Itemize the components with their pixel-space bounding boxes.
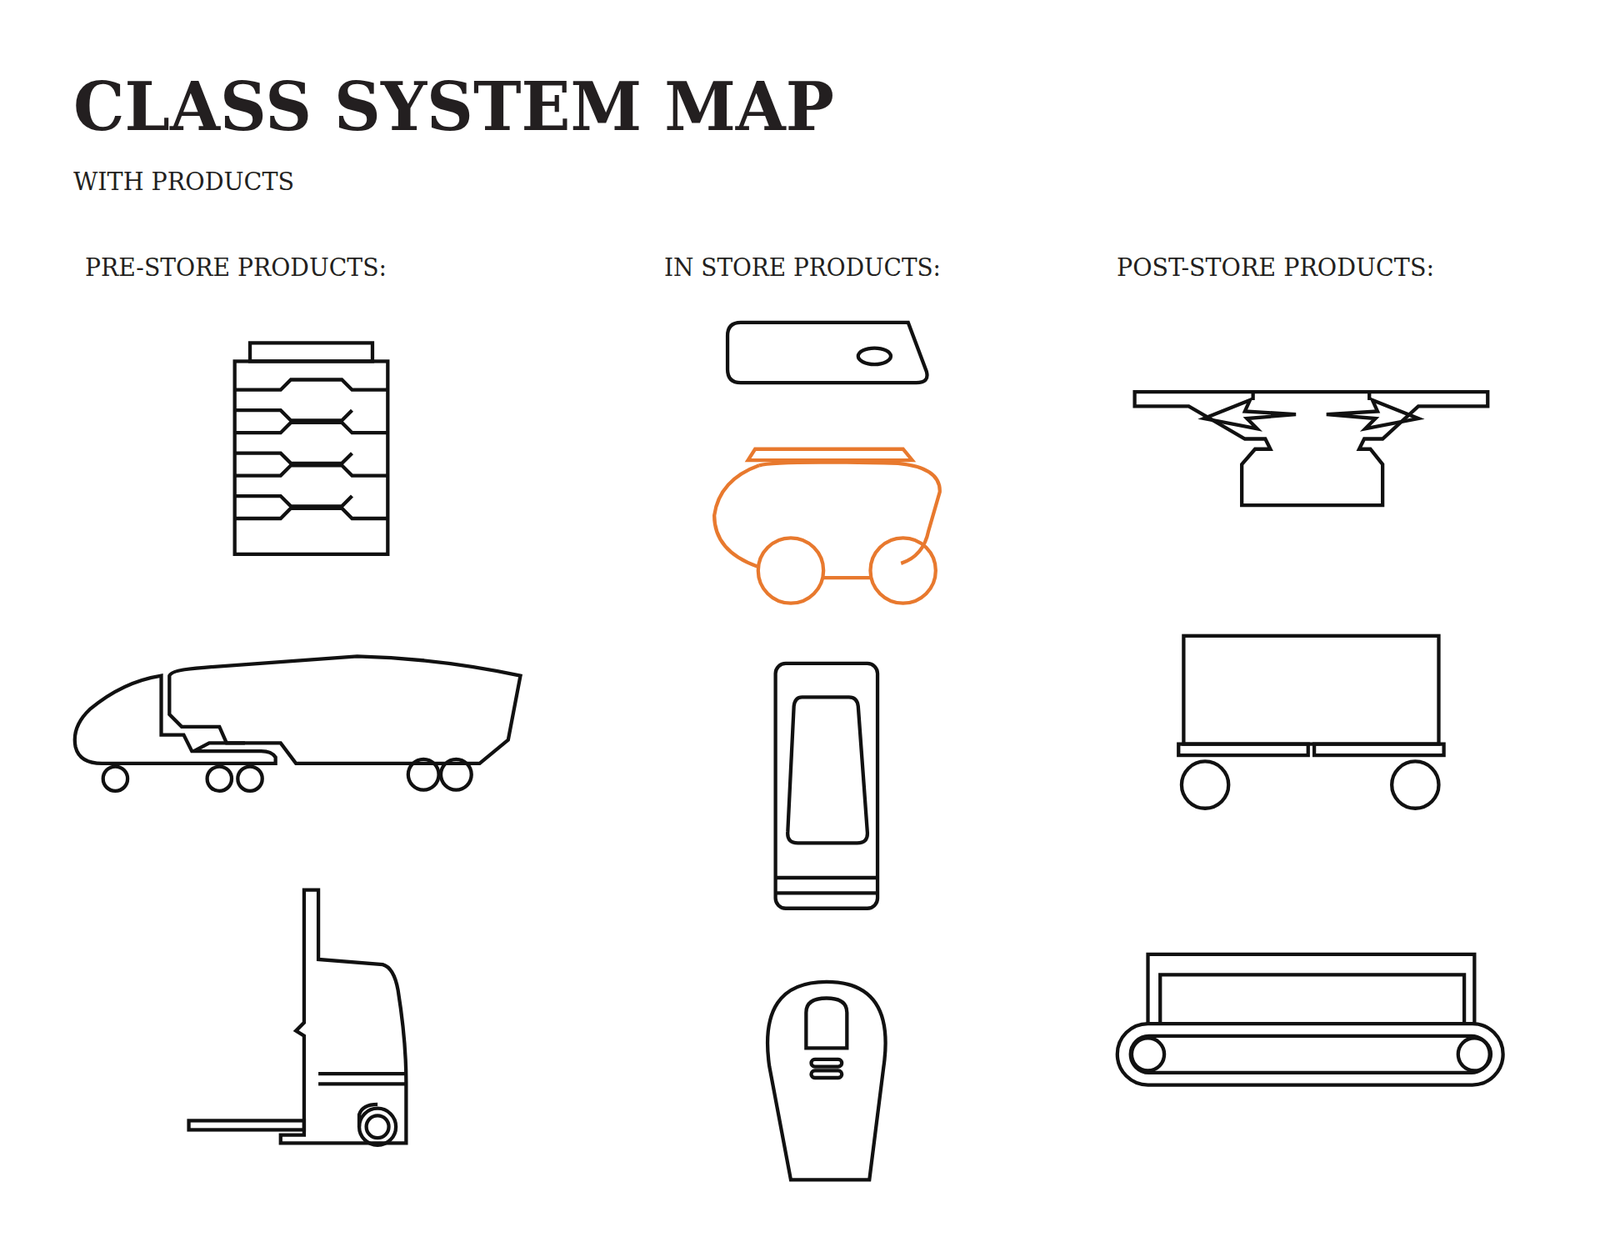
column-heading: IN STORE PRODUCTS: [664,255,941,280]
page-title: CLASS SYSTEM MAP [73,73,835,140]
belt-conveyor-icon [1117,954,1504,1085]
truck-icon [75,655,521,791]
shelf-stack-icon [235,342,389,554]
cart-icon [1178,635,1444,809]
subtitle: WITH PRODUCTS [73,170,295,195]
column-heading: PRE-STORE PRODUCTS: [85,255,387,280]
bin-icon [767,981,886,1180]
tablet-icon [727,322,927,383]
sorter-icon [1135,391,1489,505]
kiosk-icon [775,663,878,909]
column-heading: POST-STORE PRODUCTS: [1116,255,1435,280]
forklift-icon [189,890,407,1145]
delivery-robot-icon [714,449,940,604]
